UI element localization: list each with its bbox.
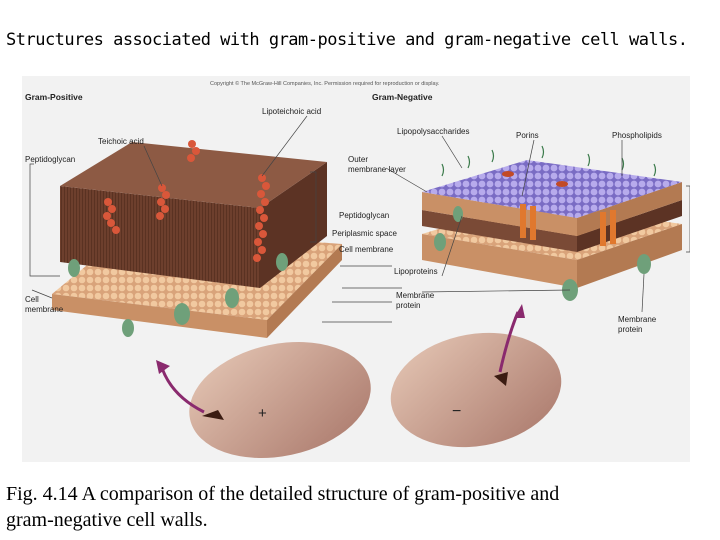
gn-outer-membrane-front <box>422 192 577 236</box>
gn-center-leaders <box>322 265 402 323</box>
gn-protein-1 <box>453 206 463 222</box>
gn-porin-2 <box>530 206 536 240</box>
gn-porin-1 <box>520 204 526 238</box>
gp-bracket <box>310 171 317 243</box>
gp-cell-membrane-front <box>52 294 267 338</box>
gn-label-membrane-protein-right-2: protein <box>618 325 642 334</box>
gp-label-lipoteichoic-acid: Lipoteichoic acid <box>262 107 321 116</box>
gn-zoom-arrowhead <box>514 304 525 318</box>
gp-label-peptidoglycan: Peptidoglycan <box>25 155 75 164</box>
gp-protein-1 <box>68 259 80 277</box>
gn-label-leaders <box>385 135 645 313</box>
gn-label-membrane-protein-center-1: Membrane <box>396 291 435 300</box>
gn-label-outer-membrane-2: membrane layer <box>348 165 406 174</box>
gn-porin-4 <box>610 210 616 244</box>
gram-positive-heading: Gram-Positive <box>25 92 83 102</box>
gp-zoom-arrowhead <box>156 360 170 374</box>
gn-label-membrane-protein-center-2: protein <box>396 301 420 310</box>
gp-label-cell-membrane-2: membrane <box>25 305 64 314</box>
gp-protein-4 <box>122 319 134 337</box>
gn-label-phospholipids: Phospholipids <box>612 131 662 140</box>
gn-cell-membrane-front <box>422 234 577 288</box>
gn-porin-3 <box>600 212 606 246</box>
gn-cell-membrane-side <box>577 224 682 288</box>
gp-cell-sign: + <box>258 405 267 422</box>
copyright-notice: Copyright © The McGraw-Hill Companies, I… <box>210 80 440 87</box>
gn-bracket <box>686 185 690 253</box>
gn-cell-notch <box>494 372 508 386</box>
gn-protein-4 <box>637 254 651 274</box>
gp-cell-notch <box>202 410 224 420</box>
slide-title: Structures associated with gram-positive… <box>6 30 688 50</box>
gn-label-lipopolysaccharides: Lipopolysaccharides <box>397 127 470 136</box>
gram-positive-cell: + <box>189 341 371 459</box>
lps-strands <box>441 145 657 177</box>
gn-cell-sign: − <box>452 403 461 420</box>
gp-label-teichoic-acid: Teichoic acid <box>98 137 144 146</box>
gp-protein-2 <box>174 303 190 325</box>
gn-label-membrane-protein-right-1: Membrane <box>618 315 657 324</box>
gn-porin-top-1 <box>502 171 514 177</box>
gram-negative-cell: − <box>390 332 562 448</box>
gp-cell-body <box>189 341 371 459</box>
gp-protein-5 <box>276 253 288 271</box>
gn-label-cell-membrane: Cell membrane <box>339 245 394 254</box>
gn-label-periplasmic-space: Periplasmic space <box>332 229 397 238</box>
gp-cell-membrane-side <box>267 244 342 338</box>
gram-positive-wall <box>52 140 342 338</box>
gn-label-porins: Porins <box>516 131 539 140</box>
gn-label-outer-membrane-1: Outer <box>348 155 368 164</box>
gn-protein-2 <box>434 233 446 251</box>
gn-label-lipoproteins: Lipoproteins <box>394 267 438 276</box>
gp-protein-3 <box>225 288 239 308</box>
teichoic-acid-chains <box>103 140 270 262</box>
gp-zoom-arrow <box>160 367 205 414</box>
gp-label-leaders <box>29 115 308 299</box>
gram-negative-heading: Gram-Negative <box>372 92 433 102</box>
cell-wall-diagram: Copyright © The McGraw-Hill Companies, I… <box>22 76 690 462</box>
gn-cell-body <box>390 332 562 448</box>
gn-lps-surface <box>422 160 682 218</box>
gp-peptidoglycan-side <box>260 162 327 288</box>
figure-caption: Fig. 4.14 A comparison of the detailed s… <box>6 483 560 531</box>
gn-label-peptidoglycan: Peptidoglycan <box>339 211 389 220</box>
gp-label-cell-membrane-1: Cell <box>25 295 39 304</box>
gn-porin-top-2 <box>556 181 568 187</box>
